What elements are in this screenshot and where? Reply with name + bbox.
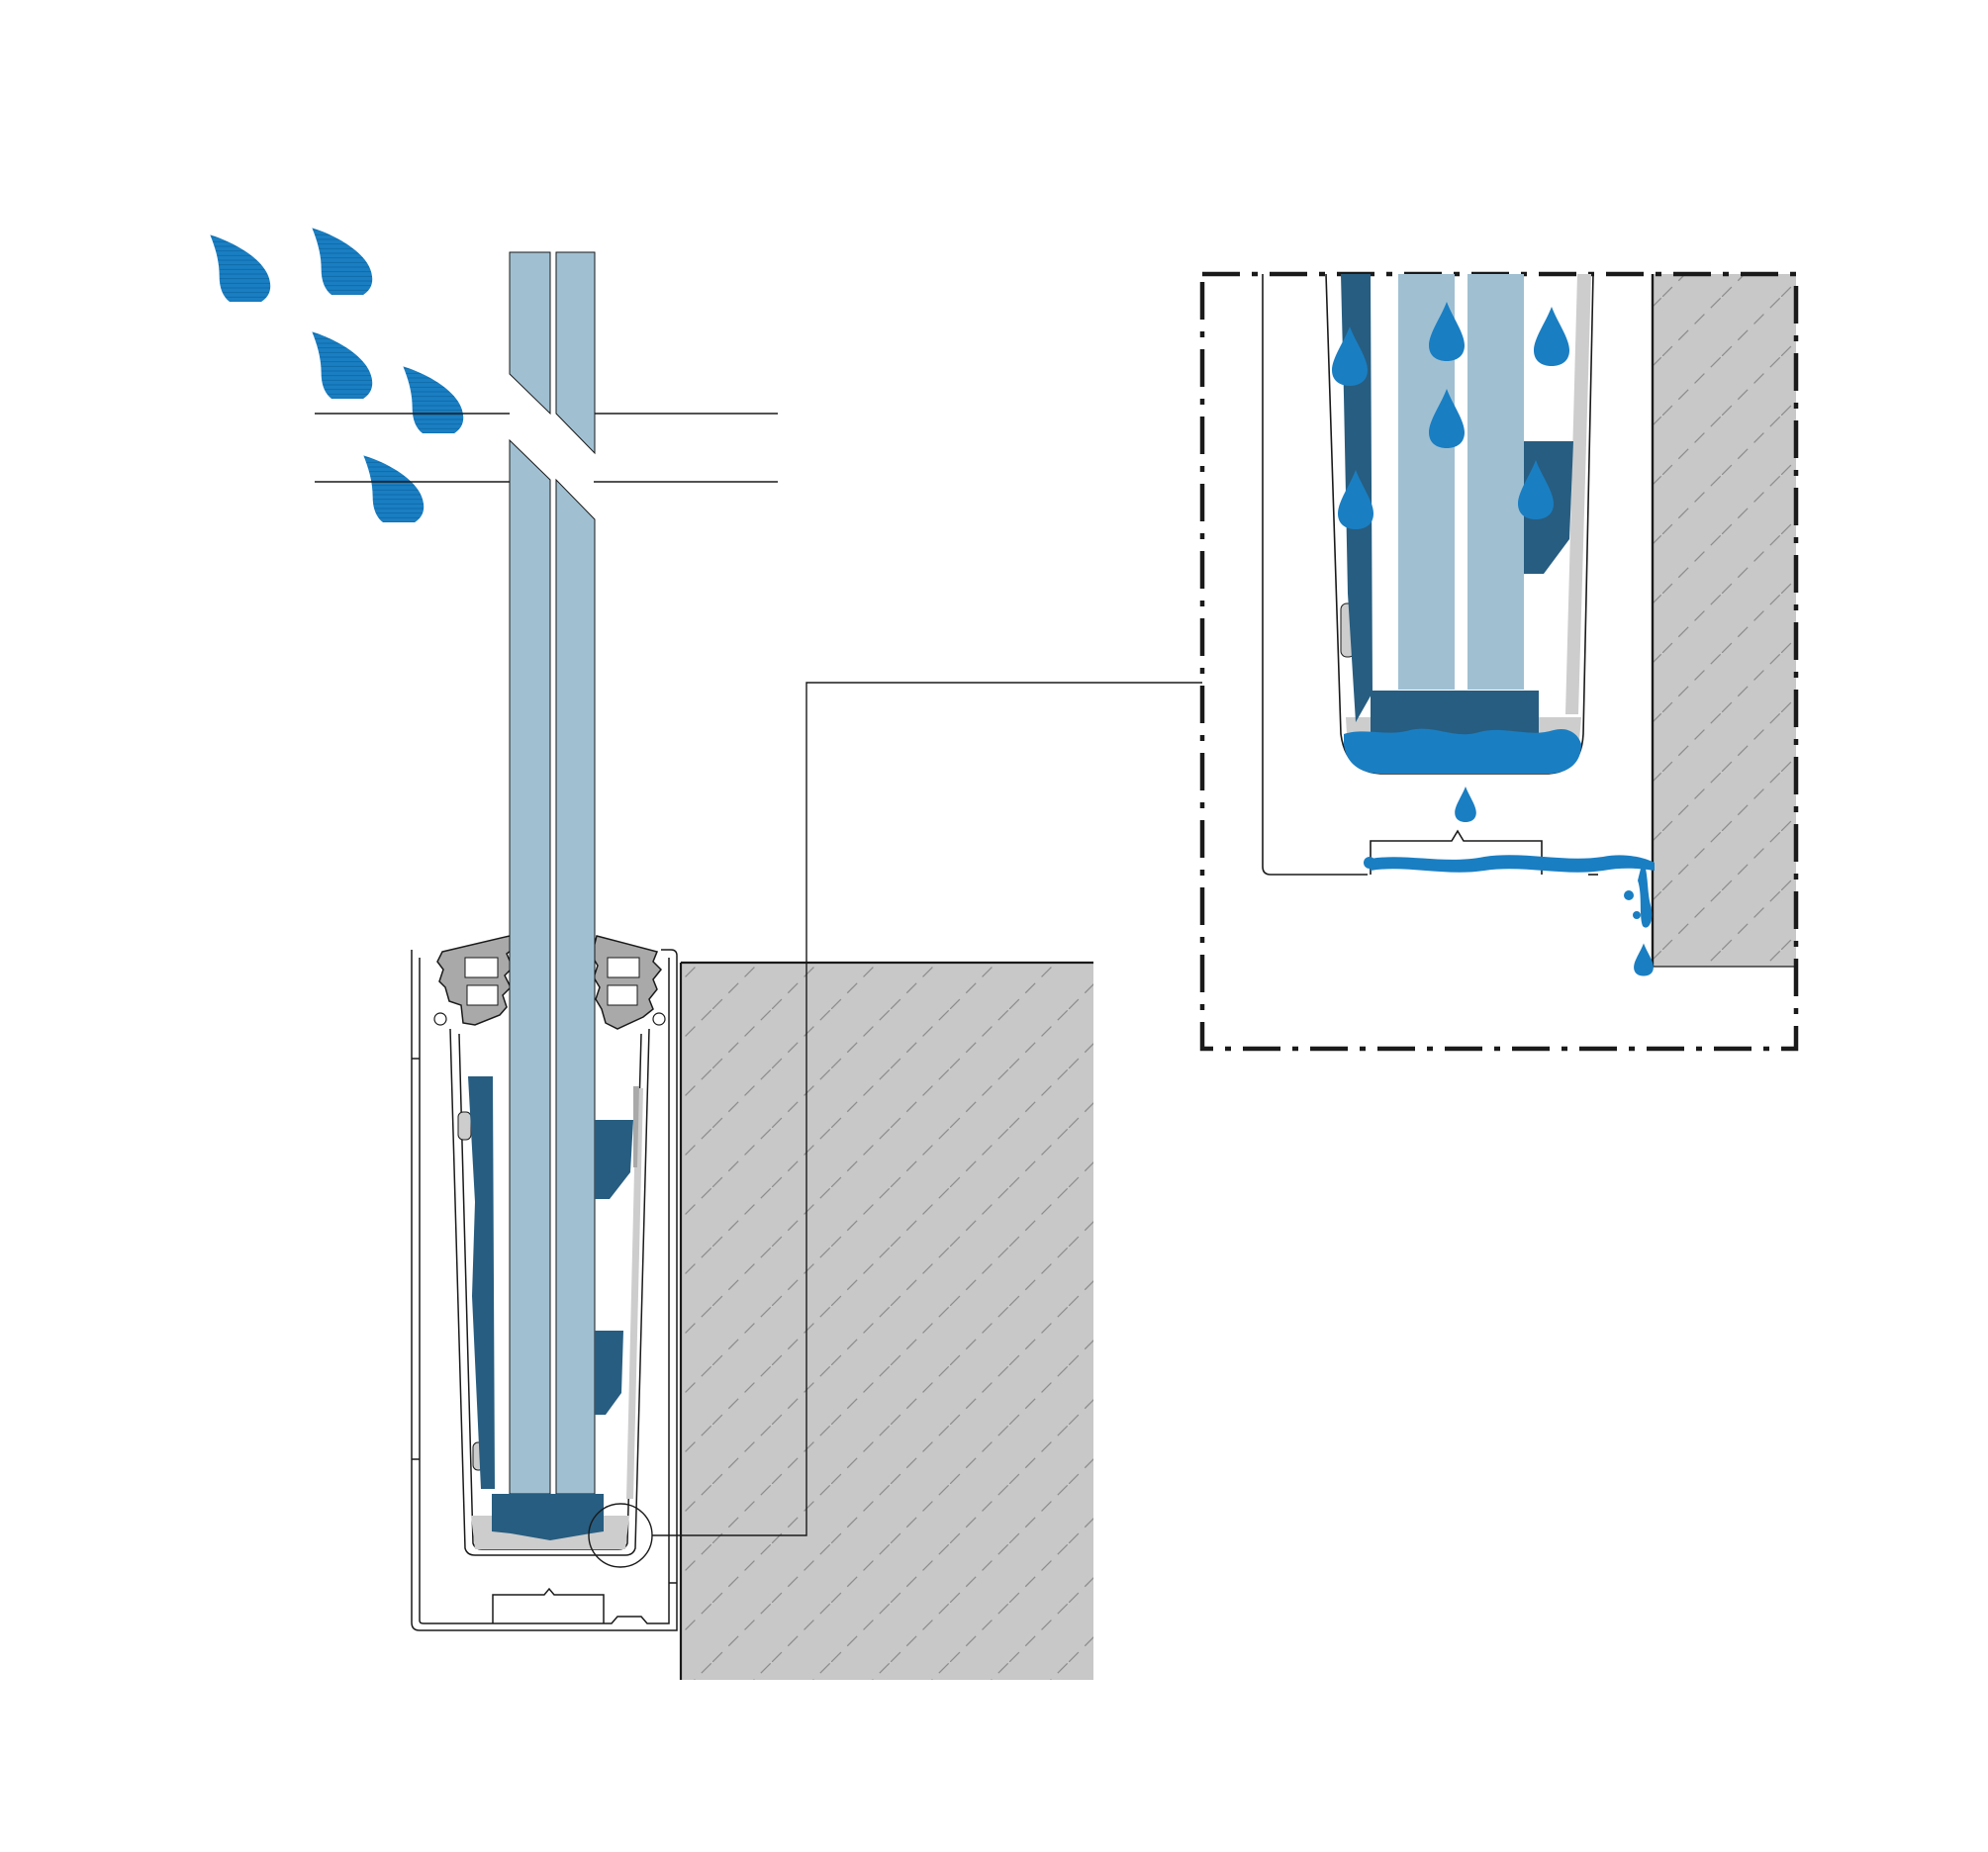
break-symbol-icon [315, 413, 778, 483]
detail-callout-leader [588, 682, 1202, 1568]
raindrop-icon [312, 228, 373, 295]
water-drip-icon [1634, 943, 1654, 976]
wedge-upper [595, 1086, 639, 1199]
drain-water [1371, 855, 1655, 873]
detail-frame [1199, 271, 1799, 1052]
water-drip-icon [1534, 307, 1569, 366]
setting-block [492, 1494, 604, 1540]
top-seal-left [433, 935, 516, 1026]
top-seal-right [591, 935, 666, 1030]
pooled-water [1344, 728, 1581, 774]
water-drip-icon [1455, 787, 1476, 822]
raindrop-icon [312, 331, 373, 399]
raindrop-icon [210, 234, 271, 302]
glass-pane-right [555, 251, 596, 1495]
glass-pane-left [509, 251, 551, 1495]
concrete-slab [679, 961, 1093, 1680]
wedge-lower [595, 1331, 623, 1415]
base-profile [411, 949, 678, 1631]
raindrop-icon [403, 366, 464, 433]
gasket-left [468, 1076, 495, 1489]
raindrop-icon [363, 455, 425, 522]
detail-view [1199, 271, 1799, 1052]
